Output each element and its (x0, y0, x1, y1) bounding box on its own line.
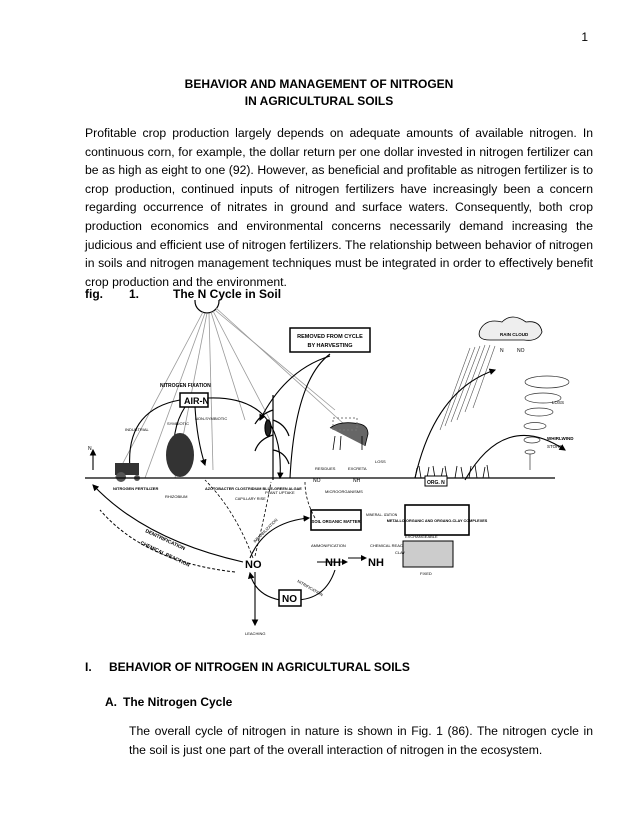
fixed-label: FIXED (420, 571, 432, 576)
symbiotic-label: SYMBIOTIC (167, 421, 189, 426)
grass-icon (414, 464, 490, 479)
azotobacter-label: AZOTOBACTER CLOSTRIDIUM BLUE-GREEN ALGAE (205, 487, 302, 491)
nitrogen-fertilizer-label: NITROGEN FERTILIZER (113, 486, 158, 491)
storm-label: STORM (547, 444, 563, 449)
n2-sky-label: N (500, 348, 504, 354)
non-symbiotic-label: NON-SYMBIOTIC (195, 416, 227, 421)
org-n-label: ORG. N (427, 480, 445, 486)
mineralization-label: MINERAL- IZATION (366, 513, 398, 517)
leaching-label: LEACHING (245, 631, 265, 636)
excreta-label: EXCRETA (348, 466, 367, 471)
subsection-title: The Nitrogen Cycle (123, 695, 233, 709)
immobilization-label: IMMOBILIZATION (252, 517, 279, 544)
chemical-reaction-label: CHEMICAL REACTION (370, 543, 412, 548)
figure-caption-number: 1. (129, 287, 140, 301)
nitrogen-fixation-label: NITROGEN FIXATION (160, 383, 211, 389)
capillary-rise-label: CAPILLARY RISE (235, 497, 266, 501)
harvesting-label: BY HARVESTING (307, 343, 352, 349)
microorganisms-label: MICROORGANISMS (325, 489, 363, 494)
section-number: I. (85, 660, 92, 674)
n2o-label: N (88, 446, 92, 452)
soil-organic-matter-label: SOIL ORGANIC MATTER (312, 519, 361, 524)
exchangeable-label: EXCHANGEABLE (405, 534, 438, 539)
subsection-number: A. (105, 695, 117, 709)
removed-from-cycle-box (289, 327, 371, 353)
org-n-box (424, 475, 448, 487)
corn-plant-icon (254, 395, 290, 480)
clay-label: CLAY (395, 550, 405, 555)
ammonification-label: AMMONIFICATION (311, 543, 346, 548)
whirlwind-icon (523, 375, 570, 470)
title-line-2: IN AGRICULTURAL SOILS (244, 94, 394, 108)
no3-sky-label: NO (517, 348, 525, 354)
page-number: 1 (581, 30, 588, 44)
metallo-organic-label: METALLO-ORGANIC AND ORGANO-CLAY COMPLEXE… (387, 519, 488, 523)
no3-surface-label: NO (313, 478, 321, 484)
industrial-label: INDUSTRIAL (125, 427, 150, 432)
n-cycle-diagram: REMOVED FROM CYCLE BY HARVESTING RAIN CL… (85, 300, 574, 636)
soil-organic-matter-box (310, 509, 362, 531)
clover-plant-icon (166, 433, 194, 477)
figure-caption-label: fig. (85, 287, 103, 301)
nh4-soil-label: NH (368, 557, 384, 569)
rhizobium-label: RHIZOBIUM (165, 494, 187, 499)
rain-cloud-icon (478, 316, 543, 341)
document-title: BEHAVIOR AND MANAGEMENT OF NITROGEN IN A… (0, 76, 638, 110)
no2-soil-label: NO (282, 594, 297, 605)
air-n2-label: AIR-N (184, 396, 209, 406)
metallo-organic-box (404, 504, 470, 536)
no3-soil-label: NO (245, 559, 262, 571)
rain-lines (439, 344, 496, 431)
residues-label: RESIDUES (315, 466, 336, 471)
nh3-surface-label: NH (353, 478, 361, 484)
subsection-heading: A. The Nitrogen Cycle (105, 695, 238, 709)
cow-icon (329, 422, 369, 451)
second-paragraph: The overall cycle of nitrogen in nature … (129, 724, 593, 757)
sun-icon (194, 300, 220, 314)
plant-uptake-label: PLANT UPTAKE (265, 490, 295, 495)
rain-cloud-label: RAIN CLOUD (500, 332, 529, 337)
loss-label-right: LOSS (552, 400, 564, 405)
figure-caption-text: The N Cycle in Soil (173, 287, 282, 301)
title-line-1: BEHAVIOR AND MANAGEMENT OF NITROGEN (184, 77, 454, 91)
section-title: BEHAVIOR OF NITROGEN IN AGRICULTURAL SOI… (109, 660, 410, 674)
no2-box (278, 589, 302, 607)
loss-label: LOSS (375, 459, 386, 464)
intro-paragraph: Profitable crop production largely depen… (85, 126, 593, 289)
nh3-soil-label: NH (325, 557, 341, 569)
whirlwind-label: WHIRLWIND (547, 436, 574, 441)
removed-label: REMOVED FROM CYCLE (297, 334, 363, 340)
exchangeable-clay-box (402, 540, 454, 568)
